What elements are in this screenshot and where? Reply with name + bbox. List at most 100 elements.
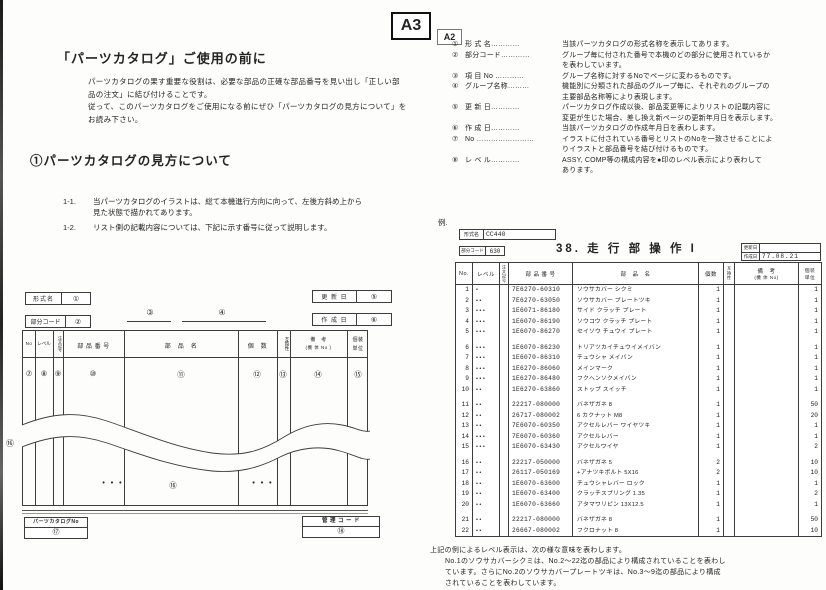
cell-part-number: 1E6070-86230: [508, 342, 573, 353]
group-spacer-row: [455, 395, 822, 400]
example-dates-box: 更新日 作成日 77.08.21: [741, 243, 821, 261]
part-code-label: 部分コード: [26, 316, 66, 327]
ref-15: ⑮: [354, 370, 362, 379]
part-code-ref: ②: [74, 318, 82, 326]
cell-no: 19: [455, 489, 473, 500]
example-model-label: 形式名: [460, 230, 484, 239]
intro-line: 従って、このパーツカタログをご使用になる前にぜひ「パーツカタログの見方について」…: [88, 102, 407, 111]
sample-list-table: No レベル 注文記号 部 品 番 号 部 品 名 個 数 互換性 備 考 (機…: [22, 330, 370, 506]
update-date-label: 更 新 日: [313, 291, 357, 302]
cell-order: [499, 478, 509, 489]
cell-order: [499, 400, 509, 411]
example-update-value: [760, 244, 820, 252]
col-header-remarks-sub: (機 体 No ): [305, 345, 332, 350]
ref-16-side: ⑯: [6, 439, 14, 448]
cell-qty: 1: [698, 374, 724, 385]
th-order: 注文記号: [499, 262, 509, 285]
cell-no: 5: [455, 327, 473, 338]
cell-level: •••: [472, 442, 500, 453]
create-date-label: 作 成 日: [313, 314, 357, 325]
cell-part-number: 1E6270-86060: [508, 363, 573, 374]
legend-item-term: 作 成 日…………: [465, 125, 520, 132]
intro-paragraph: パーツカタログの果す重要な役割は、必要な部品の正確な部品番号を見い出し「正しい部…: [88, 76, 407, 126]
footer-text-line: No.1のソウサカバーシクミは、No.2〜22迄の部品により構成されていることを…: [445, 558, 726, 565]
cell-order: [499, 353, 509, 364]
intro-line: お読み下さい。: [88, 114, 143, 124]
cell-no: 17: [455, 468, 473, 479]
cell-qty: 1: [698, 284, 724, 296]
cell-level: •••: [472, 363, 500, 374]
create-date-box: 作 成 日 ⑥: [312, 313, 392, 326]
example-update-label: 更新日: [742, 244, 760, 252]
item-no-underline: [127, 321, 171, 322]
cell-compat: [723, 295, 735, 306]
cell-packing: 1: [798, 499, 822, 510]
cell-compat: [723, 284, 735, 296]
example-table-header-row: No. レベル 注文記号 部 品 番 号 部 品 名 個数 互換性 備 考 (機…: [455, 262, 822, 285]
legend-item-term: 形 式 名…………: [465, 41, 520, 48]
cell-compat: [723, 489, 735, 500]
column-line: [290, 331, 291, 505]
example-label: 例.: [438, 218, 448, 227]
col-header-level: レベル: [37, 341, 51, 346]
cell-packing: 1: [798, 284, 822, 296]
header-divider: [23, 357, 367, 358]
continuation-stars-left: • • •: [102, 480, 124, 487]
legend-item-number: ④: [452, 83, 459, 90]
cell-part-name: バネザガネ 5: [572, 457, 699, 468]
col-header-qty: 個 数: [247, 344, 268, 350]
cell-level: ••: [472, 525, 500, 537]
cell-remarks: [734, 400, 799, 411]
footer-text-line: ています。さらにNo.2のソウサカバープレートツキは、No.3〜9迄の部品により…: [445, 569, 721, 576]
cell-part-number: 22217-080000: [508, 400, 573, 411]
create-date-ref: ⑥: [370, 316, 378, 324]
cell-no: 1: [455, 284, 473, 296]
cell-packing: 1: [798, 295, 822, 306]
cell-no: 7: [455, 353, 473, 364]
cell-level: ••: [472, 295, 500, 306]
cell-part-name: ソウサカバー シクミ: [572, 284, 699, 296]
cell-remarks: [734, 525, 799, 537]
cell-part-name: サイド クラッチ プレート: [572, 306, 699, 317]
cell-part-name: フクヘンソクメイバン: [572, 374, 699, 385]
cell-level: •••: [472, 327, 500, 338]
example-section-title: 38. 走 行 部 操 作 I: [556, 243, 697, 255]
group-name-ref: ④: [218, 308, 226, 317]
cell-compat: [723, 478, 735, 489]
cell-order: [499, 316, 509, 327]
legend-item-term: 項 目 No …………: [465, 72, 524, 80]
cell-part-number: 22217-050000: [508, 457, 573, 468]
legend-item-term: 更 新 日…………: [465, 104, 520, 111]
cell-order: [499, 515, 509, 526]
cell-level: •••: [472, 353, 500, 364]
cell-part-name: 6 カクナット M8: [572, 410, 699, 421]
cell-packing: 1: [798, 374, 822, 385]
example-model-box: 形式名 CC440: [459, 229, 556, 240]
col-header-order: 注文記号: [58, 336, 63, 352]
cell-level: •••: [472, 431, 500, 442]
cell-remarks: [734, 515, 799, 526]
cell-no: 8: [455, 363, 473, 374]
cell-part-name: チュウシャレバー ロック: [572, 478, 699, 489]
cell-compat: [723, 410, 735, 421]
cell-no: 6: [455, 342, 473, 353]
cell-part-name: ソウコウ クラッチ プレート: [572, 316, 699, 327]
legend-item-description: ASSY, COMP等の構成内容を●印のレベル表示により表わしてあります。: [562, 156, 762, 175]
cell-qty: 1: [698, 327, 724, 338]
cell-level: •••: [472, 342, 500, 353]
legend-item-description: パーツカタログ作成以後、部品変更等によりリストの記載内容に変更が生じた場合、差し…: [562, 104, 778, 122]
cell-packing: 1: [798, 316, 822, 327]
cell-no: 9: [455, 374, 473, 385]
cell-part-name: クラッチスプリング 1.35: [572, 489, 699, 500]
example-parts-table: No. レベル 注文記号 部 品 番 号 部 品 名 個数 互換性 備 考 (機…: [455, 262, 822, 537]
